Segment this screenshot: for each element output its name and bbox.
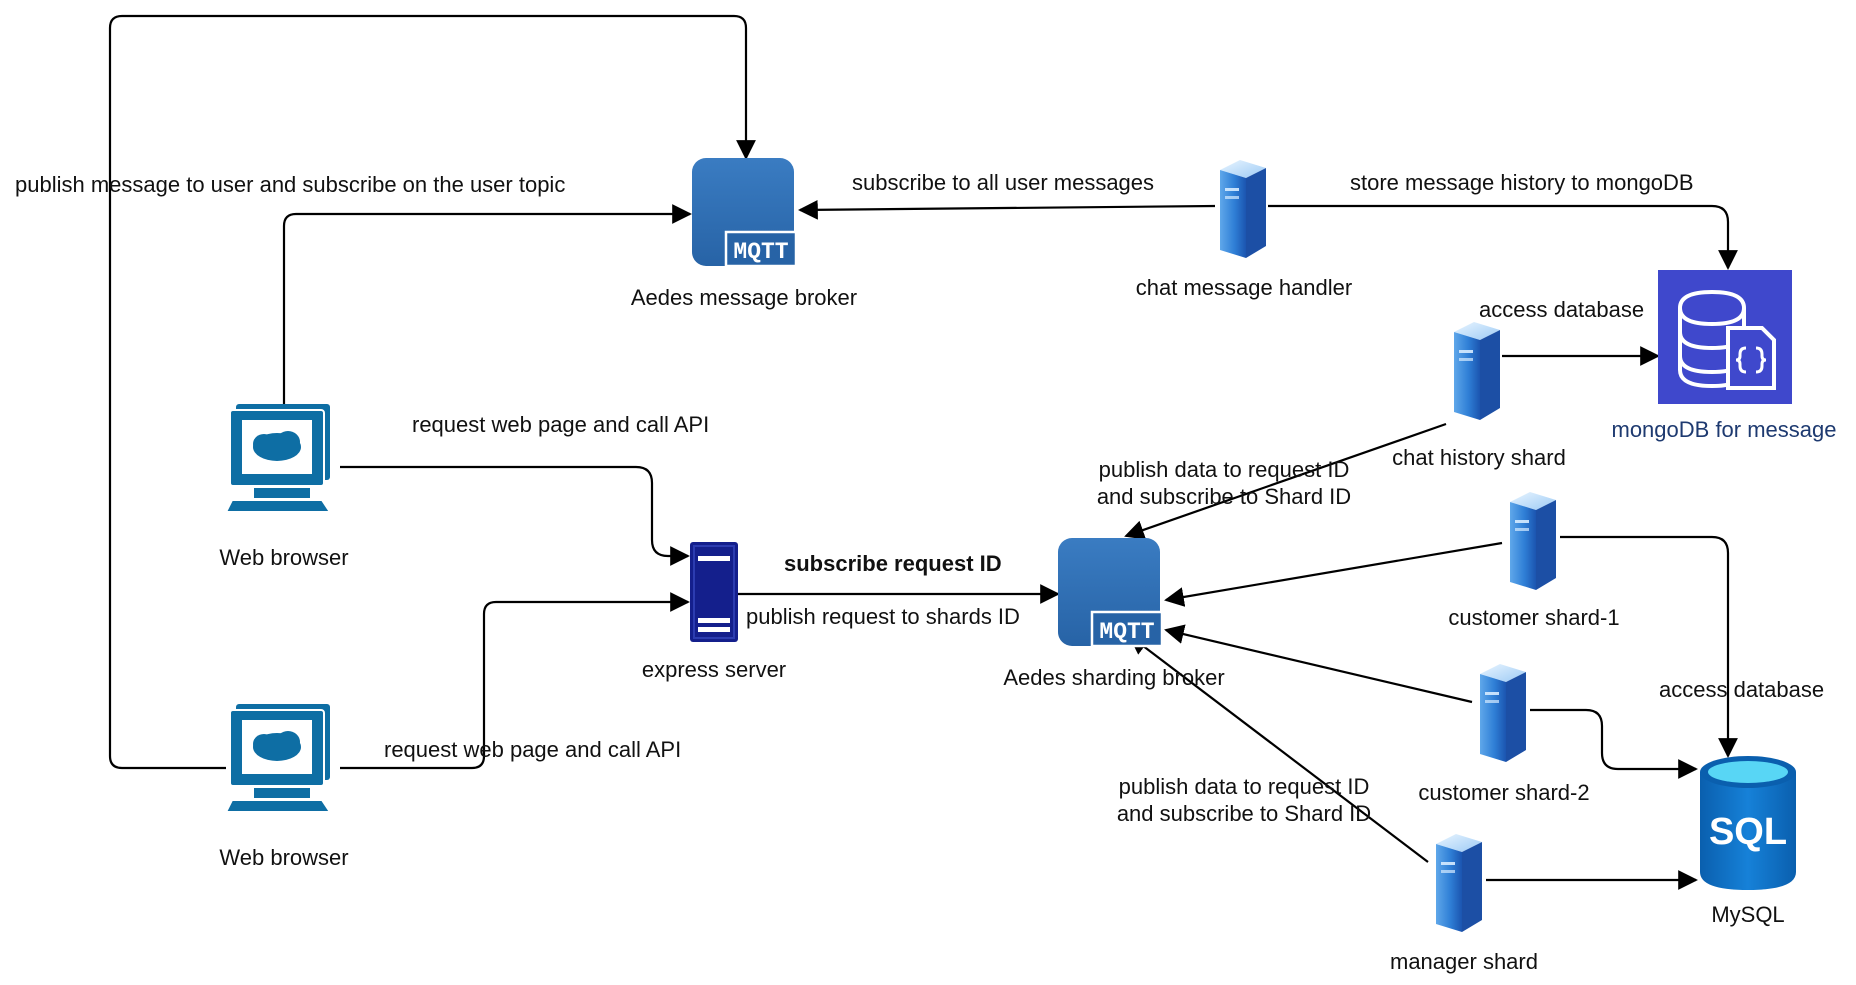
mqtt-message-broker-icon: MQTT [692,158,798,268]
web-browser-bottom-icon [225,703,331,813]
edge-history-shard-to-sharding-broker [1124,422,1447,540]
edge-customer2-to-sharding-broker [1164,624,1473,704]
label-mongodb: mongoDB for message [1611,417,1837,442]
express-server-icon [690,542,738,642]
label-chat-message-handler: chat message handler [1135,275,1353,300]
edge-label-publish-request-shards: publish request to shards ID [746,604,1020,629]
web-browser-top-icon [225,403,331,513]
label-manager-shard: manager shard [1390,949,1538,974]
label-chat-history-shard: chat history shard [1392,445,1566,470]
edge-customer2-to-mysql [1530,708,1698,779]
edge-label-publish-data-top: publish data to request ID and subscribe… [1096,457,1352,509]
edge-web-bottom-to-message-broker [108,14,756,770]
label-aedes-message-broker: Aedes message broker [630,285,858,310]
manager-shard-server-icon [1436,834,1482,932]
edge-label-subscribe-request-id: subscribe request ID [784,551,1002,576]
edge-handler-to-message-broker [798,199,1216,220]
edge-customer1-to-mysql [1560,535,1738,758]
edge-label-request-web-page-bottom: request web page and call API [384,737,682,762]
edge-web-top-to-message-broker [282,204,692,405]
customer-shard-1-server-icon [1510,492,1556,590]
edge-label-access-database-mongo: access database [1479,297,1645,322]
mongodb-icon [1658,270,1792,404]
customer-shard-2-server-icon [1480,664,1526,762]
chat-history-shard-server-icon [1454,322,1500,420]
edge-web-bottom-to-express [340,592,690,770]
edge-label-publish-data-bottom: publish data to request ID and subscribe… [1116,774,1372,826]
edge-lines [108,14,1738,890]
chat-handler-server-icon [1220,160,1266,258]
edge-manager-to-sharding-broker [1128,634,1429,863]
label-web-browser-bottom: Web browser [219,845,349,870]
mqtt-badge-bottom: MQTT [1099,619,1154,645]
label-aedes-sharding-broker: Aedes sharding broker [1003,665,1225,690]
label-web-browser-top: Web browser [219,545,349,570]
edge-label-request-web-page-top: request web page and call API [412,412,710,437]
label-customer-shard-1: customer shard-1 [1448,605,1620,630]
edge-label-publish-user-topic: publish message to user and subscribe on… [15,172,566,197]
label-customer-shard-2: customer shard-2 [1418,780,1590,805]
mqtt-badge-top: MQTT [733,239,788,265]
edge-handler-to-mongodb [1268,204,1738,270]
edge-web-top-to-express [340,465,690,566]
label-mysql: MySQL [1711,902,1785,927]
mysql-database-icon: SQL [1700,756,1796,890]
mqtt-sharding-broker-icon: MQTT [1058,538,1164,648]
label-express-server: express server [641,657,787,682]
edge-label-subscribe-all-user-messages: subscribe to all user messages [852,170,1155,195]
edge-customer1-to-sharding-broker [1164,541,1503,607]
sql-badge: SQL [1709,811,1787,853]
edge-label-access-database-mysql: access database [1659,677,1825,702]
edge-label-store-history: store message history to mongoDB [1350,170,1694,195]
